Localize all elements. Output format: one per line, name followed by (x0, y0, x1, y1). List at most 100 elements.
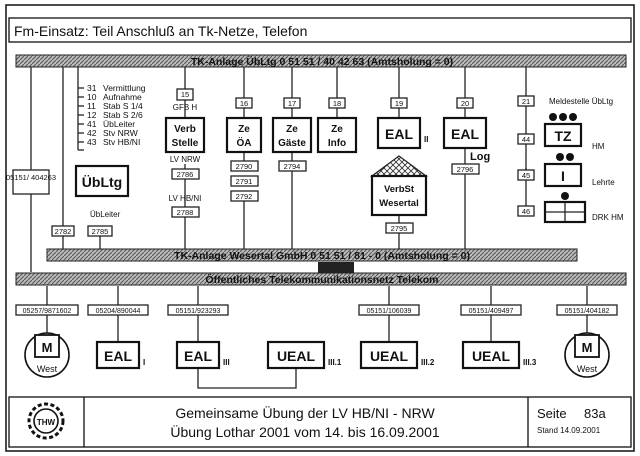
svg-text:I: I (561, 168, 565, 184)
svg-text:DRK HM: DRK HM (592, 213, 624, 222)
page-label: Seite (537, 406, 567, 421)
telekom-node-ueal-iii-2: 05151/106039 UEAL III.2 (358, 304, 435, 370)
svg-text:2790: 2790 (236, 162, 253, 171)
svg-text:Vermittlung: Vermittlung (103, 83, 146, 93)
bus-mid-label: TK-Anlage Wesertal GmbH 0 51 51 / 81 - 0… (174, 250, 470, 262)
svg-text:M: M (582, 340, 593, 355)
svg-text:West: West (577, 364, 598, 374)
ubltg-label: ÜbLtg (82, 174, 122, 190)
svg-text:UEAL: UEAL (472, 348, 511, 364)
svg-text:II: II (424, 135, 428, 144)
bus-bottom: Öffentliches Telekommunikationsnetz Tele… (15, 262, 627, 286)
svg-text:2796: 2796 (457, 165, 474, 174)
ze-oa-node: 16 Ze ÖA 2790 2791 2792 (225, 97, 263, 202)
bus-junction (318, 262, 354, 273)
svg-text:10: 10 (87, 92, 97, 102)
svg-text:Stelle: Stelle (172, 138, 199, 149)
svg-text:2795: 2795 (391, 224, 408, 233)
svg-text:I: I (143, 358, 145, 367)
svg-text:III.3: III.3 (523, 358, 537, 367)
svg-text:LV NRW: LV NRW (170, 155, 201, 164)
svg-text:05151/106039: 05151/106039 (367, 308, 412, 315)
svg-text:TZ: TZ (554, 128, 572, 144)
svg-text:UEAL: UEAL (370, 348, 409, 364)
ze-gaeste-node: 17 Ze Gäste 2794 (271, 97, 313, 172)
footer-line1: Gemeinsame Übung der LV HB/NI - NRW (175, 404, 435, 421)
svg-text:EAL: EAL (104, 348, 132, 364)
svg-text:Verb: Verb (174, 124, 196, 135)
telekom-node-ueal-iii-3: 05151/409497 UEAL III.3 (460, 304, 537, 370)
i-symbol (543, 162, 583, 188)
svg-text:05204/890044: 05204/890044 (96, 308, 141, 315)
ubltg-node: ÜbLtg ÜbLeiter 2782 2785 (51, 164, 130, 237)
svg-text:17: 17 (288, 99, 296, 108)
svg-text:12: 12 (87, 110, 97, 120)
svg-text:46: 46 (522, 207, 530, 216)
telekom-node-m-west-left: 05257/9871602 M West (15, 304, 79, 378)
verbst-wesertal-node: VerbSt Wesertal 2795 (370, 155, 428, 234)
header: Fm-Einsatz: Teil Anschluß an Tk-Netze, T… (8, 17, 632, 43)
svg-text:41: 41 (87, 119, 97, 129)
svg-text:05151/409497: 05151/409497 (469, 308, 514, 315)
svg-text:III: III (223, 358, 230, 367)
svg-text:44: 44 (522, 135, 530, 144)
svg-text:20: 20 (461, 99, 469, 108)
svg-text:42: 42 (87, 128, 97, 138)
connection-lines (30, 65, 588, 389)
svg-text:Ze: Ze (286, 124, 298, 135)
svg-text:Wesertal: Wesertal (379, 198, 418, 209)
svg-text:III.2: III.2 (421, 358, 435, 367)
svg-text:2791: 2791 (236, 177, 253, 186)
svg-text:VerbSt: VerbSt (384, 184, 415, 195)
svg-text:2788: 2788 (177, 208, 194, 217)
svg-text:2792: 2792 (236, 192, 253, 201)
svg-text:45: 45 (522, 171, 530, 180)
svg-text:Stab S 1/4: Stab S 1/4 (103, 101, 143, 111)
gfb-ext: 15 (181, 90, 189, 99)
svg-text:Lehrte: Lehrte (592, 178, 615, 187)
svg-text:Stv NRW: Stv NRW (103, 128, 138, 138)
svg-text:UEAL: UEAL (277, 348, 316, 364)
telekom-node-eal-iii: 05151/923293 EAL III (167, 304, 230, 370)
svg-text:Ze: Ze (238, 124, 250, 135)
bus-top-label: TK-Anlage ÜbLtg 0 51 51 / 40 42 63 (Amts… (191, 55, 453, 68)
page-number: 83a (584, 406, 606, 421)
svg-text:16: 16 (240, 99, 248, 108)
svg-text:18: 18 (333, 99, 341, 108)
footer-line2: Übung Lothar 2001 vom 14. bis 16.09.2001 (170, 423, 440, 440)
page-title: Fm-Einsatz: Teil Anschluß an Tk-Netze, T… (14, 23, 307, 39)
svg-text:2786: 2786 (177, 170, 194, 179)
telekom-node-m-west-right: 05151/404182 M West (556, 304, 618, 378)
thw-logo-icon: THW (27, 402, 65, 440)
svg-text:05151/404182: 05151/404182 (565, 308, 610, 315)
svg-text:Stv HB/NI: Stv HB/NI (103, 137, 140, 147)
bus-bottom-label: Öffentliches Telekommunikationsnetz Tele… (206, 273, 439, 286)
ubltg-ext2: 2785 (92, 227, 109, 236)
gfb-label: GFB H (173, 103, 198, 112)
svg-text:43: 43 (87, 137, 97, 147)
svg-text:ÜbLeiter: ÜbLeiter (103, 119, 135, 129)
verb-stelle-node: 15 GFB H Verb Stelle LV NRW 2786 LV HB/N… (164, 88, 206, 218)
svg-text:West: West (37, 364, 58, 374)
svg-text:Ze: Ze (331, 124, 343, 135)
ext-left-box: 05151/ 404263 (6, 169, 56, 195)
svg-text:M: M (42, 340, 53, 355)
svg-text:19: 19 (395, 99, 403, 108)
bus-top: TK-Anlage ÜbLtg 0 51 51 / 40 42 63 (Amts… (15, 54, 627, 68)
svg-text:21: 21 (522, 97, 530, 106)
stand-date: Stand 14.09.2001 (537, 426, 601, 435)
svg-text:EAL: EAL (184, 348, 212, 364)
footer: THW Gemeinsame Übung der LV HB/NI - NRW … (8, 396, 632, 448)
eal-log-node: 20 EAL Log 2796 (442, 97, 490, 175)
svg-text:Stab S 2/6: Stab S 2/6 (103, 110, 143, 120)
logo-text: THW (37, 418, 56, 427)
ubltg-ext1: 2782 (55, 227, 72, 236)
tz-symbol (543, 122, 583, 148)
ze-info-node: 18 Ze Info (316, 97, 358, 154)
telekom-node-ueal-iii-1: UEAL III.1 (266, 340, 342, 370)
svg-text:05151/923293: 05151/923293 (176, 308, 221, 315)
svg-text:LV HB/NI: LV HB/NI (169, 194, 202, 203)
svg-text:2794: 2794 (284, 162, 301, 171)
